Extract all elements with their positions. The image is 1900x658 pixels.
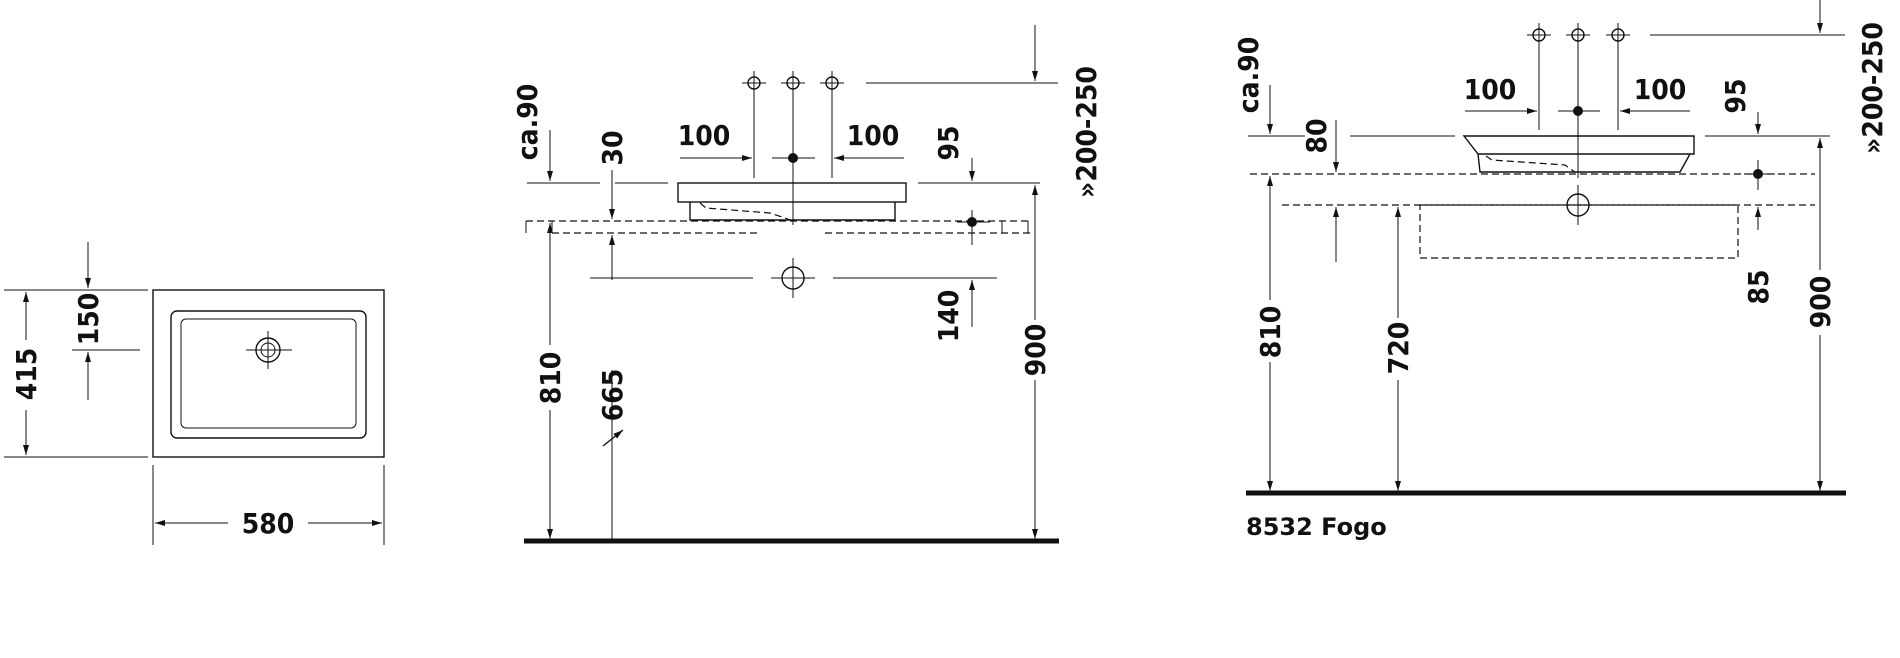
model-caption: 8532 Fogo bbox=[1246, 513, 1387, 541]
tap-hole-left-icon bbox=[742, 71, 766, 95]
basin-bowl-outer bbox=[170, 310, 367, 439]
tap-hole-center-icon bbox=[781, 71, 805, 95]
basin-body bbox=[689, 202, 896, 221]
b-rim-height-label: 80 bbox=[1300, 118, 1333, 153]
section-b: ca.90 80 100 100 95 85 »200-250 900 810 bbox=[1232, 0, 1889, 541]
b-tap-height-label: »200-250 bbox=[1856, 22, 1889, 154]
drawer-outline bbox=[1419, 204, 1739, 259]
a-above-counter-label: ca.90 bbox=[511, 84, 544, 161]
tap-hole-center-icon bbox=[1566, 23, 1590, 47]
section-a: ca.90 30 100 100 95 140 »200-250 900 810 bbox=[511, 25, 1103, 544]
b-tap-spacing-left-label: 100 bbox=[1464, 73, 1517, 106]
tap-hole-left-icon bbox=[1527, 23, 1551, 47]
tap-hole-right-icon bbox=[1606, 23, 1630, 47]
a-drain-height-label: 665 bbox=[596, 369, 629, 422]
a-counter-height-label: 810 bbox=[534, 352, 567, 405]
overflow-icon bbox=[1556, 185, 1600, 225]
a-tap-spacing-left-label: 100 bbox=[678, 119, 731, 152]
b-tap-spacing-right-label: 100 bbox=[1634, 73, 1687, 106]
b-tap-setback-label: 95 bbox=[1719, 78, 1752, 113]
b-drain-height-label: 720 bbox=[1382, 322, 1415, 375]
basin-rim bbox=[1462, 135, 1695, 155]
basin-outline bbox=[152, 289, 385, 458]
tap-hole-right-icon bbox=[820, 71, 844, 95]
b-counter-height-label: 810 bbox=[1254, 306, 1287, 359]
a-tap-spacing-right-label: 100 bbox=[847, 119, 900, 152]
basin-rim bbox=[677, 182, 907, 203]
a-tap-height-label: »200-250 bbox=[1070, 66, 1103, 198]
a-tap-setback-label: 95 bbox=[932, 125, 965, 160]
basin-body bbox=[1477, 153, 1691, 173]
plan-depth-label: 415 bbox=[10, 348, 43, 401]
plan-drain-offset-label: 150 bbox=[72, 293, 105, 346]
plan-view: 415 150 580 bbox=[4, 242, 385, 545]
a-total-height-label: 900 bbox=[1019, 324, 1052, 377]
drain-icon bbox=[246, 331, 292, 369]
overflow-icon bbox=[771, 258, 815, 298]
basin-bowl-inner bbox=[180, 318, 357, 429]
b-above-counter-label: ca.90 bbox=[1232, 37, 1265, 114]
a-rim-height-label: 30 bbox=[596, 130, 629, 165]
a-overflow-drop-label: 140 bbox=[932, 290, 965, 343]
b-total-height-label: 900 bbox=[1804, 276, 1837, 329]
plan-width-label: 580 bbox=[242, 507, 295, 540]
b-drop-label: 85 bbox=[1742, 269, 1775, 304]
